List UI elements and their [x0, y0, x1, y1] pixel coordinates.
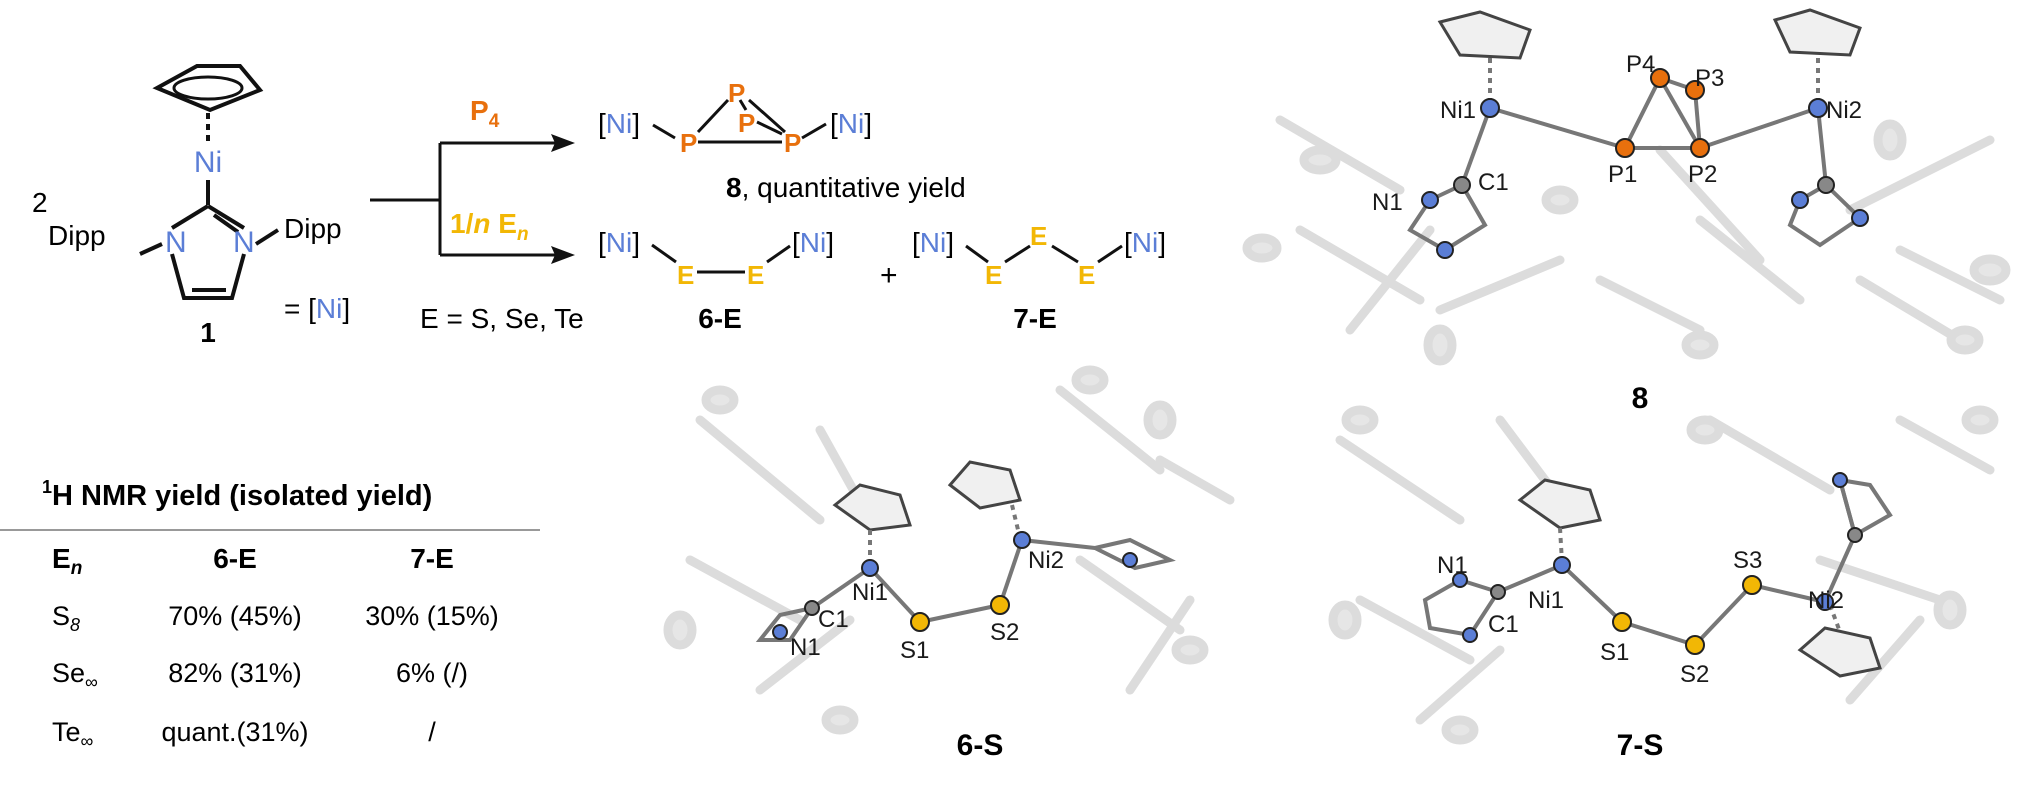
bonds-6s: [755, 504, 1176, 642]
table-title: 1H NMR yield (isolated yield): [42, 477, 432, 512]
dipp-right-bond: [254, 228, 280, 246]
svg-text:Ni1: Ni1: [1440, 97, 1476, 124]
svg-text:N1: N1: [1372, 189, 1403, 216]
n-right: N: [233, 226, 255, 259]
p-atom-right: P: [784, 128, 801, 158]
product-8-ni-right: [Ni]: [830, 108, 872, 139]
product-8-structure: [Ni] P P P P [Ni]: [598, 78, 872, 158]
svg-text:C1: C1: [818, 606, 849, 633]
reagent-p4: P4: [470, 95, 500, 132]
svg-text:82% (31%): 82% (31%): [168, 658, 302, 688]
svg-text:P2: P2: [1688, 161, 1717, 188]
atoms-8: [1421, 68, 1869, 259]
ni-atom: Ni: [194, 146, 222, 179]
svg-text:S2: S2: [990, 619, 1019, 646]
atoms-7s: [1452, 472, 1863, 655]
svg-text:Ni1: Ni1: [852, 579, 888, 606]
p-atom-center: P: [738, 108, 755, 138]
product-7e-structure: [Ni] E E E [Ni]: [912, 221, 1166, 290]
svg-text:[Ni]: [Ni]: [598, 227, 640, 258]
product-8-caption: 8, quantitative yield: [726, 172, 966, 203]
arrow-head-top: [551, 134, 575, 152]
dipp-left: Dipp: [48, 220, 106, 251]
table-row: S8 70% (45%) 30% (15%): [52, 601, 499, 635]
product-6e-label: 6-E: [698, 303, 742, 334]
svg-text:S3: S3: [1733, 547, 1762, 574]
svg-text:Ni2: Ni2: [1826, 97, 1862, 124]
product-8-ni-left: [Ni]: [598, 108, 640, 139]
svg-text:quant.(31%): quant.(31%): [161, 717, 308, 747]
crystal-structure-8: P4 P3 Ni1 Ni2 C1 N1 P1 P2 8: [1242, 8, 2011, 415]
e-atom-2: E: [747, 260, 764, 290]
structure-8-title: 8: [1632, 382, 1649, 415]
n-left: N: [165, 226, 187, 259]
svg-text:[Ni]: [Ni]: [792, 227, 834, 258]
svg-text:S1: S1: [1600, 639, 1629, 666]
svg-text:Ni2: Ni2: [1808, 587, 1844, 614]
table-row: Te∞ quant.(31%) /: [52, 717, 436, 751]
arrow-head-bottom: [551, 246, 575, 264]
plus-sign: +: [880, 259, 898, 292]
svg-text:C1: C1: [1478, 169, 1509, 196]
svg-text:P3: P3: [1695, 65, 1724, 92]
svg-text:6% (/): 6% (/): [396, 658, 468, 688]
cp-ring: [152, 64, 264, 113]
table-row: Se∞ 82% (31%) 6% (/): [52, 658, 468, 692]
nhc-ring: [170, 204, 246, 300]
svg-text:[Ni]: [Ni]: [912, 227, 954, 258]
svg-text:Se∞: Se∞: [52, 658, 98, 692]
p-atom-left: P: [680, 128, 697, 158]
cp-rings-8: [1437, 8, 1862, 60]
ghost-ligands-8: [1242, 115, 2011, 366]
product-7e-label: 7-E: [1013, 303, 1057, 334]
ni-abbreviation: = [Ni]: [284, 293, 350, 324]
svg-text:[Ni]: [Ni]: [1124, 227, 1166, 258]
svg-text:Ni1: Ni1: [1528, 587, 1564, 614]
product-6e-structure: [Ni] E E [Ni]: [598, 227, 834, 290]
crystal-structure-6s: Ni2 Ni1 C1 S1 S2 N1 6-S: [663, 365, 1235, 762]
dipp-right: Dipp: [284, 213, 342, 244]
svg-text:70% (45%): 70% (45%): [168, 601, 302, 631]
svg-text:Te∞: Te∞: [52, 717, 94, 751]
reaction-scheme: Ni N N Dipp Dipp 2 1 = [Ni] P4 1/n En E: [32, 64, 1166, 348]
e-atom-5: E: [1078, 260, 1095, 290]
chalcogen-list: E = S, Se, Te: [420, 303, 584, 334]
e-atom-4: E: [1030, 221, 1047, 251]
crystal-structure-7s: N1 Ni1 C1 S3 Ni2 S1 S2 7-S: [1328, 405, 1999, 762]
header-7e: 7-E: [410, 543, 454, 574]
svg-text:S8: S8: [52, 601, 80, 635]
cp-rings-7s: [1517, 478, 1882, 678]
e-atom-3: E: [985, 260, 1002, 290]
svg-text:P4: P4: [1626, 51, 1655, 78]
structure-7s-title: 7-S: [1617, 729, 1664, 762]
ghost-ligands-7s: [1328, 405, 1999, 745]
header-6e: 6-E: [213, 543, 257, 574]
dipp-left-bond: [139, 242, 163, 256]
svg-text:S1: S1: [900, 637, 929, 664]
atoms-6s: [772, 531, 1138, 640]
reaction-arrows: [370, 141, 565, 257]
svg-text:N1: N1: [790, 634, 821, 661]
svg-text:30% (15%): 30% (15%): [365, 601, 499, 631]
header-en: En: [52, 543, 82, 579]
reagent-chalcogen: 1/n En: [450, 208, 529, 245]
svg-text:/: /: [428, 717, 436, 747]
bonds-7s: [1422, 477, 1893, 647]
cp-rings-6s: [832, 460, 1022, 532]
coefficient: 2: [32, 187, 48, 218]
svg-text:P1: P1: [1608, 161, 1637, 188]
svg-text:N1: N1: [1437, 552, 1468, 579]
svg-text:S2: S2: [1680, 661, 1709, 688]
yield-table: 1H NMR yield (isolated yield) En 6-E 7-E…: [0, 477, 540, 751]
svg-text:Ni2: Ni2: [1028, 547, 1064, 574]
structure-6s-title: 6-S: [957, 729, 1004, 762]
svg-text:C1: C1: [1488, 611, 1519, 638]
ghost-ligands-6s: [663, 365, 1235, 735]
compound-1-label: 1: [200, 317, 216, 348]
e-atom-1: E: [677, 260, 694, 290]
bonds-8: [1407, 58, 1864, 253]
